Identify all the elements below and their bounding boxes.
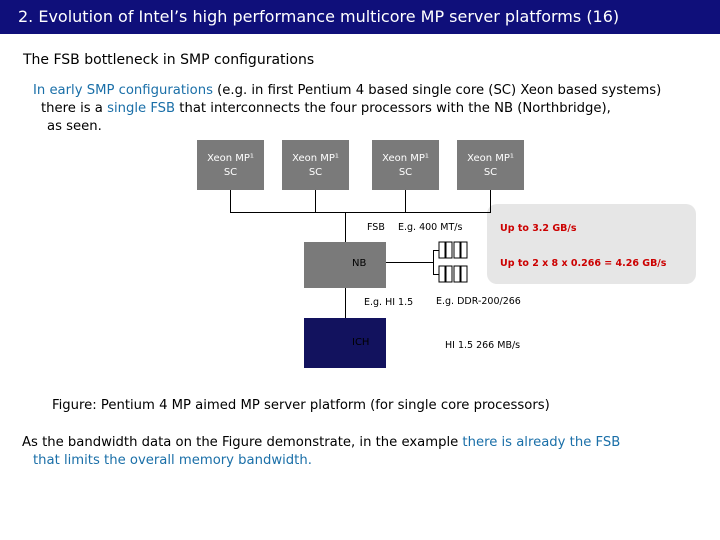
- intro-line-2: there is a single FSB that interconnects…: [41, 100, 611, 118]
- processor-2-type: SC: [308, 167, 323, 178]
- fsb-bus: [230, 212, 491, 213]
- processor-4-type: SC: [483, 167, 498, 178]
- processor-4-name: Xeon MP¹: [467, 153, 514, 164]
- conclusion-highlight-1: there is already the FSB: [462, 435, 621, 450]
- processor-1-type: SC: [223, 167, 238, 178]
- processor-2-name: Xeon MP¹: [292, 153, 339, 164]
- conclusion-line-2: that limits the overall memory bandwidth…: [33, 453, 312, 468]
- memory-type-label: E.g. DDR-200/266: [436, 296, 521, 307]
- intro-highlight-1: In early SMP configurations: [33, 83, 213, 98]
- conclusion-text-1: As the bandwidth data on the Figure demo…: [22, 435, 463, 450]
- title-bar: [0, 0, 720, 34]
- fsb-bandwidth-label: Up to 3.2 GB/s: [500, 223, 577, 234]
- memory-bus-lower: [433, 274, 439, 275]
- intro-text-1: (e.g. in first Pentium 4 based single co…: [212, 83, 662, 98]
- fsb-to-nb: [345, 212, 346, 242]
- intro-text-2: there is a: [41, 101, 108, 116]
- memory-bus-upper: [433, 250, 439, 251]
- memory-bus: [386, 262, 434, 263]
- figure-caption: Figure: Pentium 4 MP aimed MP server pla…: [52, 398, 550, 413]
- northbridge-label: NB: [352, 258, 367, 269]
- processor-3-name: Xeon MP¹: [382, 153, 429, 164]
- processor-3-type: SC: [398, 167, 413, 178]
- processor-4: Xeon MP¹ SC: [457, 140, 524, 190]
- hub-interface-rate: HI 1.5 266 MB/s: [445, 340, 521, 351]
- fsb-drop-1: [230, 190, 231, 212]
- memory-bus-split: [433, 250, 434, 274]
- io-controller-hub-label: ICH: [352, 337, 370, 348]
- memory-modules: [438, 241, 468, 283]
- fsb-drop-2: [315, 190, 316, 212]
- northbridge: [304, 242, 386, 288]
- page-title: 2. Evolution of Intel’s high performance…: [18, 7, 620, 26]
- io-controller-hub: [304, 318, 386, 368]
- intro-text-3: that interconnects the four processors w…: [175, 101, 611, 116]
- hub-interface-label: E.g. HI 1.5: [364, 297, 414, 308]
- intro-line-3: as seen.: [47, 119, 102, 134]
- memory-bandwidth-label: Up to 2 x 8 x 0.266 = 4.26 GB/s: [500, 258, 667, 269]
- processor-2: Xeon MP¹ SC: [282, 140, 349, 190]
- fsb-drop-3: [405, 190, 406, 212]
- section-subtitle: The FSB bottleneck in SMP configurations: [23, 52, 315, 68]
- intro-line-1: In early SMP configurations (e.g. in fir…: [33, 82, 661, 100]
- fsb-label: FSB: [367, 222, 385, 233]
- fsb-drop-4: [490, 190, 491, 212]
- hub-interface-link: [345, 288, 346, 318]
- processor-1: Xeon MP¹ SC: [197, 140, 264, 190]
- fsb-rate-label: E.g. 400 MT/s: [398, 222, 463, 233]
- processor-3: Xeon MP¹ SC: [372, 140, 439, 190]
- processor-1-name: Xeon MP¹: [207, 153, 254, 164]
- bandwidth-box: [487, 204, 696, 284]
- conclusion-line-1: As the bandwidth data on the Figure demo…: [22, 434, 620, 452]
- intro-highlight-2: single FSB: [107, 101, 176, 116]
